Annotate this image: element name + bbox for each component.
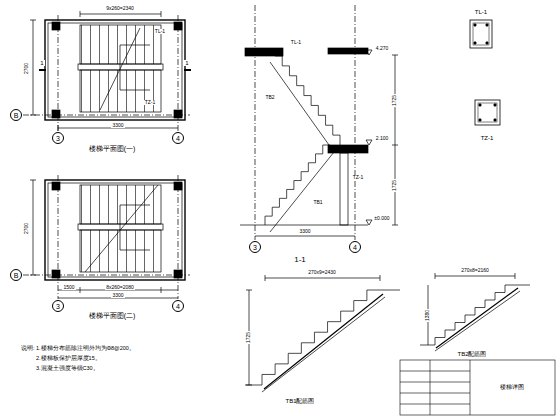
dimension-text: 2700: [25, 61, 30, 74]
dimension-text: 1500: [62, 285, 75, 290]
dimension-text: TZ-1: [352, 175, 365, 180]
axis-bubble: 4: [172, 300, 184, 312]
note-text: 2.楼梯板保护层厚度15。: [35, 356, 102, 362]
axis-label: 3: [56, 135, 60, 142]
step-profile: [262, 290, 380, 385]
dimension-text: TZ-1: [144, 100, 157, 105]
dimension-text: 1: [39, 60, 44, 66]
drawing-title: TL-1: [474, 9, 488, 15]
section-1-1: [240, 5, 398, 240]
drawing-title: TB2配筋图: [456, 351, 487, 357]
axis-bubble: 3: [52, 132, 64, 144]
axis-bubble: 3: [52, 300, 64, 312]
dimension-text: 9x260=2340: [105, 6, 135, 11]
dimension-text: TL-1: [154, 29, 166, 34]
dimension-text: 4.270: [375, 46, 390, 51]
dimension-text: 3300: [111, 293, 124, 298]
dimension-text: 8x260=2080: [105, 285, 135, 290]
dimension-text: 1725: [393, 93, 398, 106]
member-sections: [470, 20, 500, 125]
drawing-title: 楼梯平面图(二): [88, 312, 137, 319]
dimension-text: 1725: [247, 330, 252, 343]
axis-label: 4: [353, 244, 357, 251]
dimension-text: 楼梯详图: [499, 384, 525, 390]
stair-steps: [262, 56, 515, 385]
axis-bubble: B: [10, 269, 22, 281]
axis-bubble: 4: [172, 132, 184, 144]
axis-label: 3: [56, 303, 60, 310]
step-profile: [275, 56, 340, 145]
drawing-title: 1-1: [293, 256, 307, 264]
title-block: [400, 360, 555, 415]
axis-label: 4: [176, 303, 180, 310]
dimension-text: 1380: [426, 308, 431, 321]
dimension-text: TL-1: [290, 40, 302, 45]
axis-bubble: 4: [349, 241, 361, 253]
dimension-text: TB2: [264, 95, 275, 100]
drawing-title: TZ-1: [480, 135, 495, 141]
dimension-text: 2700: [25, 221, 30, 234]
dimension-text: 270x8=2160: [460, 268, 490, 273]
note-text: 3.混凝土强度等级C30。: [35, 366, 100, 372]
axis-label: B: [14, 272, 19, 279]
drawing-title: 楼梯平面图(一): [88, 145, 137, 152]
dimension-text: 1: [184, 60, 189, 66]
drawing-title: TB1配筋图: [284, 398, 315, 404]
axis-bubble: B: [10, 109, 22, 121]
axis-label: 3: [253, 244, 257, 251]
stair-slab-details: [245, 273, 530, 392]
dimension-text: TB1: [312, 200, 323, 205]
axis-bubble: 3: [249, 241, 261, 253]
dimension-text: 1725: [393, 178, 398, 191]
axis-label: 4: [176, 135, 180, 142]
dimension-text: 2.100: [375, 136, 390, 141]
dimension-text: 3300: [111, 123, 124, 128]
stair-plan-two: [23, 175, 190, 299]
dimension-text: ±0.000: [373, 216, 390, 221]
dimension-text: 3300: [298, 229, 311, 234]
note-text: 说明: 1.楼梯分布筋除注明外均为Φ8@200。: [20, 346, 136, 352]
axis-label: B: [14, 112, 19, 119]
step-profile: [435, 285, 515, 345]
dimension-text: 270x9=2430: [307, 270, 337, 275]
stair-plan-one: [23, 11, 191, 131]
step-profile: [265, 145, 330, 225]
